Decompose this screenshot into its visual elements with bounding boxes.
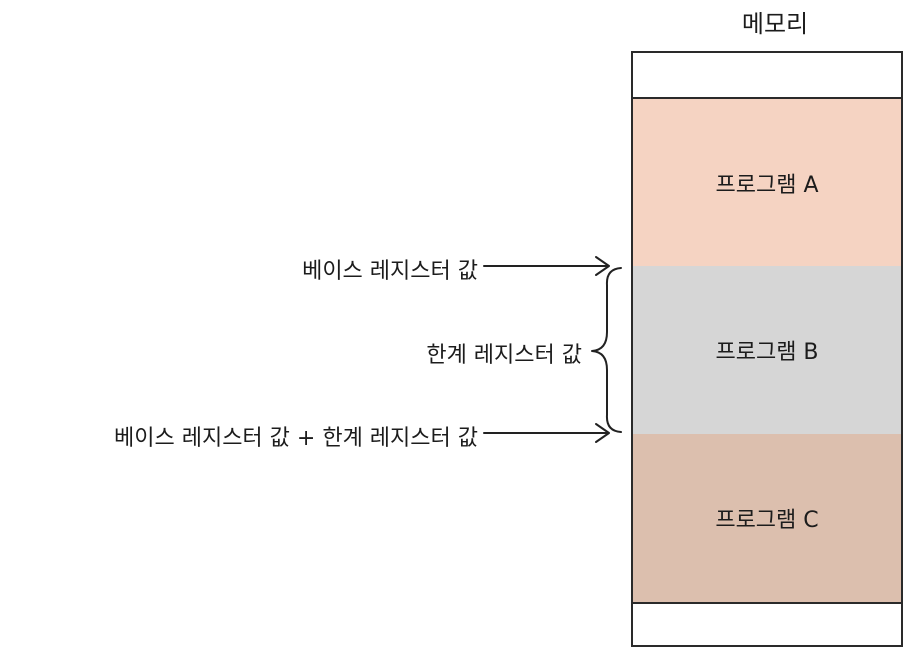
base-register-label: 베이스 레지스터 값: [302, 259, 478, 284]
program-a-label: 프로그램 A: [715, 172, 819, 198]
program-c-block: 프로그램 C: [633, 434, 901, 604]
base-plus-limit-label: 베이스 레지스터 값 + 한계 레지스터 값: [114, 426, 478, 451]
program-c-label: 프로그램 C: [715, 508, 819, 533]
program-b-block: 프로그램 B: [633, 266, 901, 436]
sum-arrow-icon: [483, 423, 610, 443]
limit-register-label: 한계 레지스터 값: [426, 343, 582, 368]
memory-column: 프로그램 A 프로그램 B 프로그램 C: [631, 51, 903, 647]
memory-title: 메모리: [741, 10, 809, 38]
base-arrow-icon: [483, 256, 610, 276]
program-a-block: 프로그램 A: [633, 97, 901, 268]
limit-brace-icon: [591, 267, 622, 433]
program-b-label: 프로그램 B: [715, 340, 819, 365]
